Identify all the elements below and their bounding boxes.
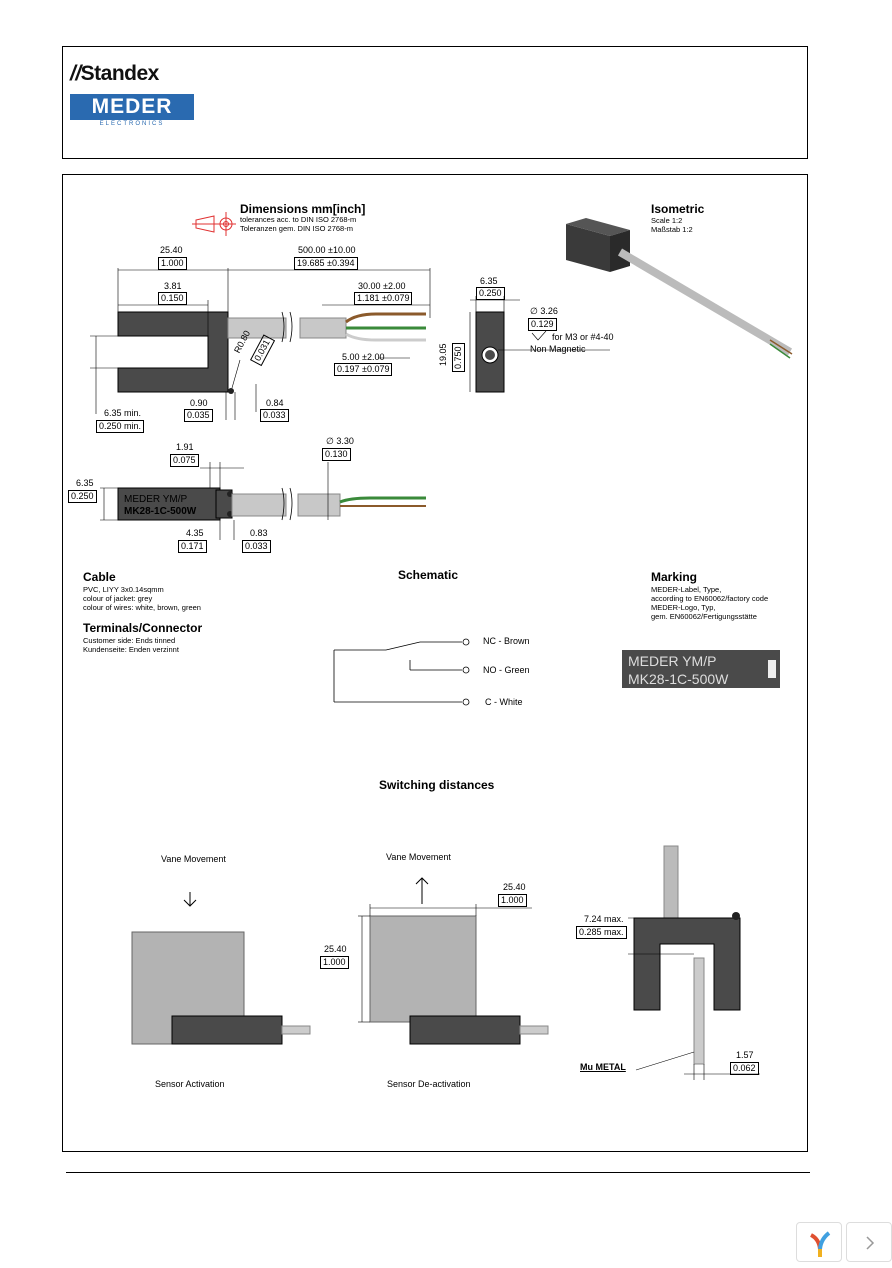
marking-label-line1: MEDER YM/P — [628, 653, 716, 669]
sensor-side-view — [475, 311, 505, 393]
marking-title: Marking — [651, 570, 698, 584]
marking-line-2: according to EN60062/factory code — [651, 594, 769, 603]
dim-m3: for M3 or #4-40 — [552, 332, 614, 342]
dim-6-35min: 6.35 min. — [104, 408, 142, 418]
dim-1-000: 1.000 — [158, 257, 187, 270]
dimensions-title: Dimensions mm[inch] — [240, 202, 366, 216]
dim-0-075: 0.075 — [170, 454, 199, 467]
marking-line-4: gem. EN60062/Fertigungsstätte — [651, 612, 757, 621]
footer-divider — [66, 1172, 810, 1173]
dim-0-033a: 0.033 — [260, 409, 289, 422]
dim-6-35a: 6.35 — [480, 276, 498, 286]
dim-0-035: 0.035 — [184, 409, 213, 422]
dim-30: 30.00 ±2.00 — [358, 281, 406, 291]
schematic-nc: NC - Brown — [483, 636, 530, 646]
dim-0-750: 0.750 — [452, 343, 465, 372]
schematic-diagram — [333, 638, 470, 706]
dim-0-83: 0.83 — [250, 528, 268, 538]
terminals-line-1: Customer side: Ends tinned — [83, 636, 176, 645]
terminals-line-2: Kundenseite: Enden verzinnt — [83, 645, 179, 654]
dim-6-35b: 6.35 — [76, 478, 94, 488]
dim-0-033b: 0.033 — [242, 540, 271, 553]
sensor-activation-label: Sensor Activation — [155, 1079, 225, 1089]
deactivation-diagram — [369, 877, 549, 1045]
dim-sw-1-000b: 1.000 — [320, 956, 349, 969]
tolerance-note-en: tolerances acc. to DIN ISO 2768-m — [240, 215, 357, 224]
dim-0-250a: 0.250 — [476, 287, 505, 300]
mu-metal-label: Mu METAL — [580, 1062, 626, 1072]
terminals-title: Terminals/Connector — [83, 621, 203, 635]
schematic-no: NO - Green — [483, 665, 530, 675]
dim-25-40: 25.40 — [160, 245, 183, 255]
leaf-icon — [810, 1231, 831, 1257]
top-view-print-1: MEDER YM/P — [124, 494, 187, 505]
cable-line-2: colour of jacket: grey — [83, 594, 153, 603]
mu-metal-diagram — [633, 845, 741, 1065]
vane-movement-1: Vane Movement — [161, 854, 226, 864]
isometric-scale-de: Maßstab 1:2 — [651, 225, 693, 234]
dim-0-129: 0.129 — [528, 318, 557, 331]
drawing-frame — [62, 174, 808, 1152]
dim-4-35: 4.35 — [186, 528, 204, 538]
activation-diagram — [131, 892, 311, 1045]
sensor-deactivation-label: Sensor De-activation — [387, 1079, 471, 1089]
dim-19-05: 19.05 — [438, 343, 448, 366]
dim-1-57: 1.57 — [736, 1050, 754, 1060]
marking-label-line2: MK28-1C-500W — [628, 671, 729, 687]
marking-line-1: MEDER-Label, Type, — [651, 585, 722, 594]
vane-movement-2: Vane Movement — [386, 852, 451, 862]
standex-logo: //Standex — [70, 62, 159, 85]
dim-0-150: 0.150 — [158, 292, 187, 305]
dim-0-84: 0.84 — [266, 398, 284, 408]
dim-0-285: 0.285 max. — [576, 926, 627, 939]
dim-0-171: 0.171 — [178, 540, 207, 553]
dim-7-24: 7.24 max. — [584, 914, 624, 924]
header-frame — [62, 46, 808, 159]
dim-19-685: 19.685 ±0.394 — [294, 257, 358, 270]
isometric-scale: Scale 1:2 — [651, 216, 683, 225]
cable-title: Cable — [83, 570, 116, 584]
schematic-c: C - White — [485, 697, 523, 707]
dim-0-062: 0.062 — [730, 1062, 759, 1075]
isometric-title: Isometric — [651, 202, 705, 216]
schematic-title: Schematic — [398, 568, 459, 582]
dim-1-181: 1.181 ±0.079 — [354, 292, 413, 305]
sensor-front-view — [117, 311, 426, 394]
tolerance-note-de: Toleranzen gem. DIN ISO 2768-m — [240, 224, 353, 233]
dim-0-90: 0.90 — [190, 398, 208, 408]
dim-3-30: ∅ 3.30 — [326, 436, 354, 446]
app-logo-button[interactable] — [796, 1222, 842, 1262]
meder-logo: MEDER — [70, 94, 194, 120]
dim-sw-25-40a: 25.40 — [503, 882, 526, 892]
dim-0-250b: 0.250 — [68, 490, 97, 503]
electronics-label: ELECTRONICS — [99, 121, 165, 127]
next-page-button[interactable] — [846, 1222, 892, 1262]
dim-sw-25-40b: 25.40 — [324, 944, 347, 954]
dim-0-197: 0.197 ±0.079 — [334, 363, 393, 376]
dim-0-130: 0.130 — [322, 448, 351, 461]
isometric-view — [566, 218, 793, 359]
dim-nonmag: Non Magnetic — [530, 344, 586, 354]
top-view-print-2: MK28-1C-500W — [124, 506, 197, 517]
cable-line-1: PVC, LIYY 3x0.14sqmm — [83, 585, 164, 594]
cable-line-3: colour of wires: white, brown, green — [83, 603, 201, 612]
projection-symbol-icon — [192, 212, 236, 236]
dim-5: 5.00 ±2.00 — [342, 352, 385, 362]
switching-title: Switching distances — [379, 778, 495, 792]
dim-3-81: 3.81 — [164, 281, 182, 291]
marking-label-box — [622, 650, 780, 688]
dim-3-26: ∅ 3.26 — [530, 306, 558, 316]
dim-0-250min: 0.250 min. — [96, 420, 145, 433]
chevron-right-icon — [866, 1236, 875, 1250]
dim-sw-1-000a: 1.000 — [498, 894, 527, 907]
dim-500: 500.00 ±10.00 — [298, 245, 356, 255]
marking-line-3: MEDER-Logo, Typ, — [651, 603, 716, 612]
sensor-top-view — [117, 487, 426, 521]
dim-1-91: 1.91 — [176, 442, 194, 452]
